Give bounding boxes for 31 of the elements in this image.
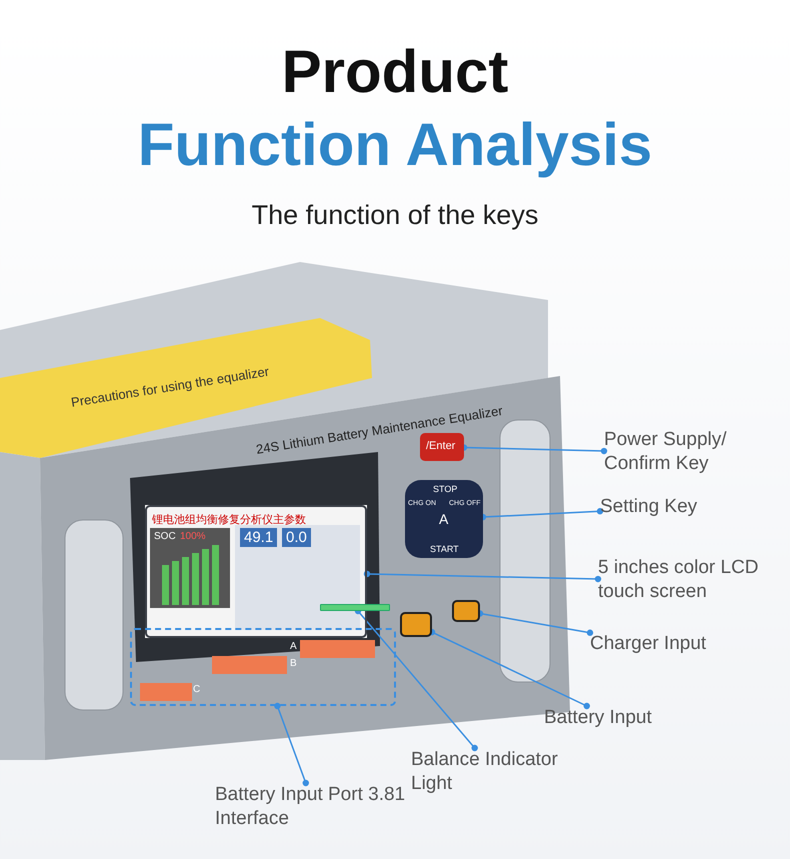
- callout-text: Balance Indicator Light: [411, 748, 581, 798]
- screen-value: 100%: [180, 531, 206, 542]
- voltage-reading: 49.1: [240, 528, 278, 547]
- callout-text: Charger Input: [590, 632, 730, 658]
- current-reading: 0.0: [282, 528, 311, 547]
- indicator-light-strip: [320, 604, 390, 611]
- port-letter: C: [193, 684, 200, 695]
- leader-line: [428, 628, 590, 710]
- battery-port: [400, 612, 432, 637]
- setting-keypad: [405, 480, 483, 558]
- callout-text: Power Supply/ Confirm Key: [604, 428, 764, 478]
- screen-heading: 锂电池组均衡修复分析仪主参数: [152, 512, 306, 527]
- title: Product: [280, 37, 510, 107]
- screen-text: SOC: [154, 531, 176, 542]
- key-text: A: [439, 511, 448, 527]
- port-letter: A: [290, 641, 297, 652]
- key-text: START: [430, 544, 459, 554]
- button-text: /Enter: [426, 440, 456, 452]
- leader-line: [274, 702, 309, 786]
- warning-heading: Precautions for using the equalizer: [70, 364, 270, 410]
- leader-line: [364, 570, 602, 582]
- balance-connector-row: [130, 628, 396, 706]
- callout-text: Battery Input: [544, 706, 684, 732]
- key-text: STOP: [433, 484, 458, 494]
- port-letter: B: [290, 658, 297, 669]
- title: Function Analysis: [136, 110, 654, 180]
- callout-text: 5 inches color LCD touch screen: [598, 556, 778, 606]
- callout-text: Setting Key: [600, 495, 730, 521]
- charger-port: [452, 600, 480, 622]
- subtitle: The function of the keys: [250, 200, 540, 231]
- lcd-screen: [145, 505, 367, 638]
